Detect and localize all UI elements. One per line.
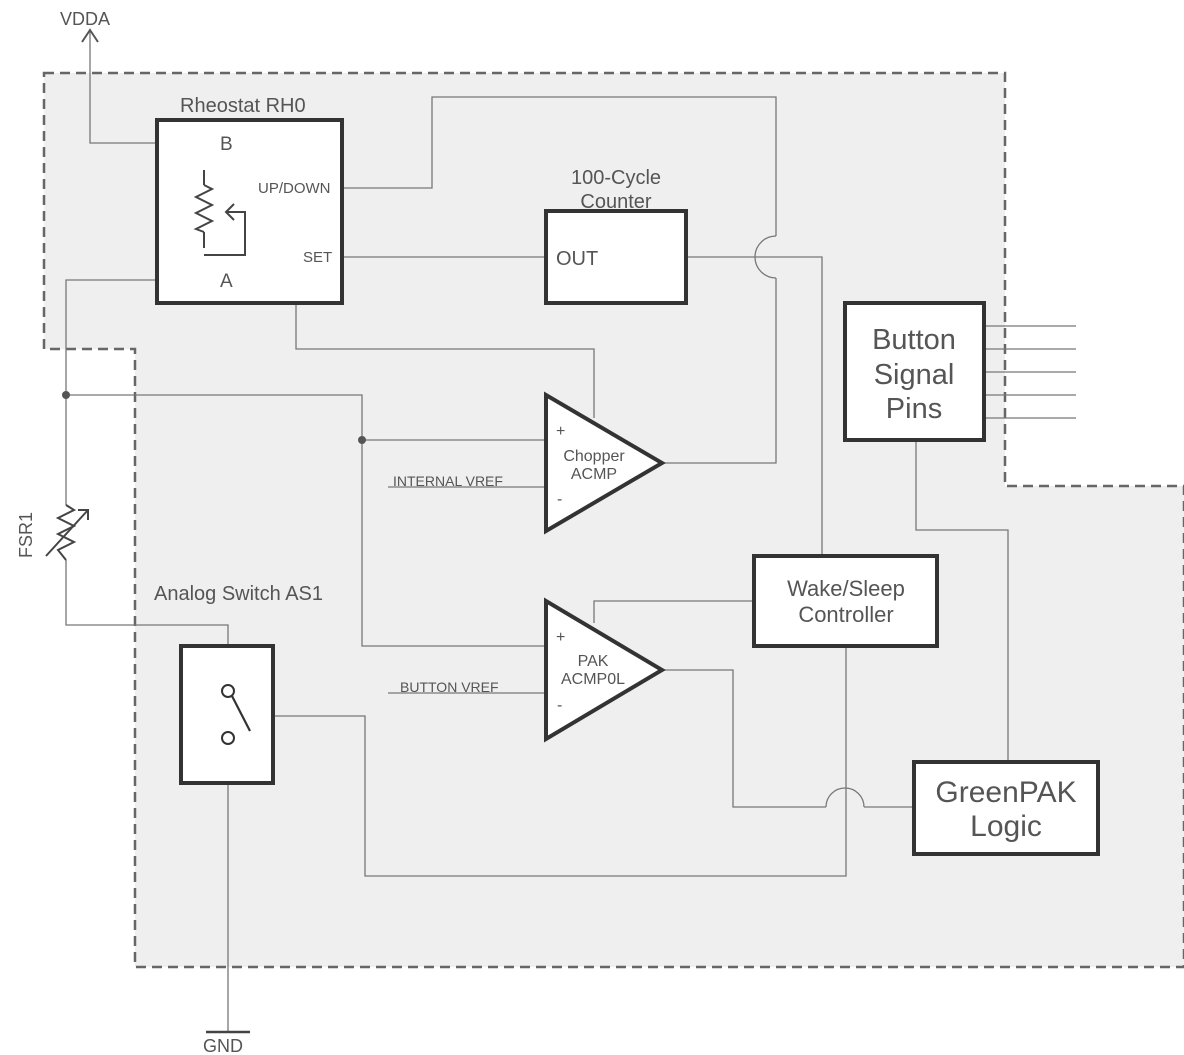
chopper-label-line2: ACMP xyxy=(571,466,617,483)
analog-switch-block xyxy=(179,644,275,785)
fsr-resistor-icon xyxy=(45,504,89,561)
analog-switch-title: Analog Switch AS1 xyxy=(154,583,323,605)
switch-icon xyxy=(221,684,251,745)
greenpak-line2: Logic xyxy=(970,810,1042,843)
counter-title-line2: Counter xyxy=(580,191,651,213)
potentiometer-icon xyxy=(193,170,246,256)
wake-sleep-controller-block xyxy=(752,554,939,648)
button-pins-line2: Signal xyxy=(874,359,955,391)
counter-block xyxy=(544,209,688,305)
chopper-plus: + xyxy=(556,423,565,440)
rheostat-pin-b: B xyxy=(220,134,233,155)
pak-plus: + xyxy=(556,629,565,646)
rheostat-pin-set: SET xyxy=(303,249,332,266)
gnd-label: GND xyxy=(203,1036,243,1055)
button-signal-pins-block xyxy=(843,301,986,442)
chopper-label-line1: Chopper xyxy=(563,448,625,465)
rheostat-pin-a: A xyxy=(220,271,233,292)
vdda-label: VDDA xyxy=(60,9,110,29)
wake-sleep-line2: Controller xyxy=(798,602,893,627)
pak-minus: - xyxy=(557,697,562,714)
button-pins-line1: Button xyxy=(872,324,956,356)
chopper-minus: - xyxy=(557,491,562,508)
wires xyxy=(65,28,1076,1032)
pak-label-line1: PAK xyxy=(578,653,609,670)
greenpak-logic-block xyxy=(912,760,1100,856)
button-vref-label: BUTTON VREF xyxy=(400,679,499,695)
pak-label-line2: ACMP0L xyxy=(561,671,625,688)
pak-acmp-triangle xyxy=(544,597,666,743)
counter-title-line1: 100-Cycle xyxy=(571,167,661,189)
wake-sleep-line1: Wake/Sleep xyxy=(787,576,905,601)
rheostat-title: Rheostat RH0 xyxy=(180,95,306,117)
greenpak-line1: GreenPAK xyxy=(935,776,1076,809)
chopper-acmp-triangle xyxy=(544,391,666,535)
junction-dot xyxy=(358,436,366,444)
rheostat-pin-updown: UP/DOWN xyxy=(258,180,331,197)
rheostat-block xyxy=(155,118,344,305)
junction-dot xyxy=(62,391,70,399)
counter-pin-out: OUT xyxy=(556,248,598,270)
internal-vref-label: INTERNAL VREF xyxy=(393,473,503,489)
button-pins-line3: Pins xyxy=(886,393,942,425)
fsr-label: FSR1 xyxy=(16,512,36,558)
vdda-arrow-icon xyxy=(81,28,99,43)
